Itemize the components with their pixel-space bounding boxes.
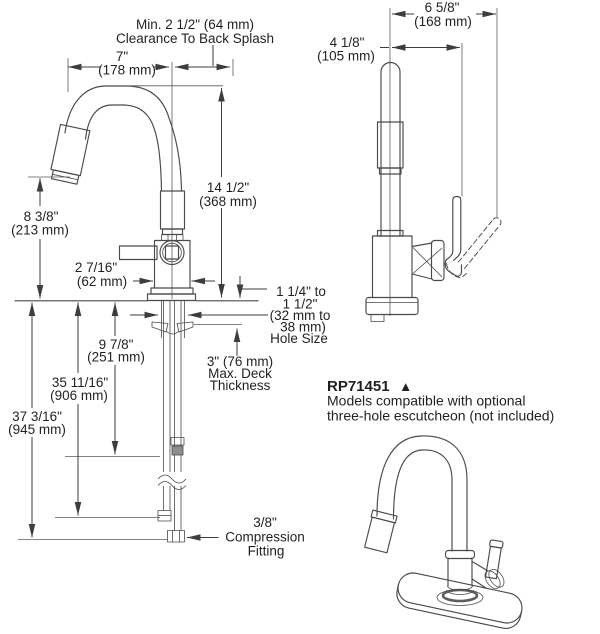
spray-wand-knurl (50, 123, 91, 177)
hole-size-label-line4: 38 mm) (280, 320, 326, 335)
hole-size-label-line3: (32 mm to (270, 308, 331, 323)
mounting-nut-left-wing (151, 321, 169, 333)
valve-cone-top (411, 242, 433, 248)
side-view: 6 5/8" (168 mm) 4 1/8" (105 mm) (317, 0, 502, 322)
hose-fitting-top (170, 437, 185, 446)
front-faucet-outline (14, 62, 259, 543)
valve-cap (430, 239, 445, 282)
riser-base-right (176, 234, 184, 241)
handle-swing-label-line2: (168 mm) (414, 14, 472, 29)
front-dimensions (18, 45, 268, 541)
spout-reach-label-line2: (178 mm) (98, 63, 156, 78)
handle-swing-label-line1: 6 5/8" (425, 0, 460, 15)
hole-size-label-line1: 1 1/4" to (276, 284, 326, 299)
supply-b-label-line2: (945 mm) (8, 422, 66, 437)
mounting-nut-arc (165, 330, 180, 335)
hose-length-label-line2: (251 mm) (87, 350, 145, 365)
handle-offset-label-line2: (105 mm) (317, 49, 375, 64)
perspective-handle (484, 539, 504, 580)
handle-hub (444, 259, 463, 277)
handle-rotated-dashed (446, 217, 502, 279)
deck-thickness-label-line1: 3" (76 mm) (207, 354, 273, 369)
pipe-break-lower (157, 481, 187, 490)
handle-front (118, 245, 158, 261)
front-view: Min. 2 1/2" (64 mm) Clearance To Back Sp… (8, 17, 330, 559)
supply-a-label-line1: 35 11/16" (52, 375, 109, 390)
clearance-label-line2: Clearance To Back Splash (116, 31, 274, 46)
side-body (371, 235, 413, 299)
side-spout-tube (380, 61, 401, 237)
handle-blade (452, 195, 462, 252)
spout-height-label-line2: (368 mm) (199, 194, 257, 209)
side-labels: 6 5/8" (168 mm) 4 1/8" (105 mm) (317, 0, 472, 64)
mounting-nut-right-wing (176, 321, 194, 333)
side-knurl-band (378, 167, 402, 175)
valve-cross-section-hatch (412, 247, 443, 278)
perspective-spray-wand (364, 509, 398, 554)
deck-thickness-label-line2: Max. Deck (208, 366, 272, 381)
spray-wand (50, 123, 91, 185)
note-line1: Models compatible with optional (327, 393, 525, 409)
deck-thickness-label-line3: Thickness (210, 378, 271, 393)
compression-label-line3: Fitting (248, 544, 285, 559)
base-oring (441, 588, 479, 603)
escutcheon-note: RP71451 ▲ Models compatible with optiona… (327, 378, 554, 424)
compression-fitting (167, 530, 185, 543)
perspective-spout-inner (392, 449, 453, 552)
hose-fitting-body (171, 445, 184, 456)
spout-height-label-line1: 14 1/2" (207, 180, 250, 195)
part-number: RP71451 (327, 378, 390, 395)
spout-outer-line (64, 85, 183, 192)
wand-height-label-line1: 8 3/8" (24, 209, 59, 224)
supply-b-label-line1: 37 3/16" (12, 409, 62, 424)
side-dimensions (380, 8, 498, 316)
valve-cone-bottom (411, 273, 433, 280)
compression-label-line2: Compression (225, 530, 305, 545)
perspective-valve-top (472, 561, 489, 572)
valve-ring-inner (162, 242, 182, 263)
spout-inner-line (84, 104, 163, 192)
handle-offset-label-line1: 4 1/8" (330, 35, 365, 50)
supply-a-label-line2: (906 mm) (50, 388, 108, 403)
spout-reach-label-line1: 7" (116, 49, 129, 64)
body-width-label-line2: (62 mm) (77, 274, 127, 289)
escutcheon-plate (396, 572, 523, 629)
base-ring-outer (436, 589, 484, 606)
pipe-break-upper (157, 474, 187, 484)
note-line2: three-hole escutcheon (not included) (327, 408, 554, 424)
hole-size-label-line2: 1 1/2" (283, 297, 318, 312)
wand-height-label-line2: (213 mm) (11, 223, 69, 238)
perspective-valve-bottom (471, 578, 487, 589)
valve-ring-outer (159, 239, 185, 266)
shank-and-supplies (151, 301, 194, 543)
triangle-marker-icon: ▲ (399, 379, 412, 394)
spray-wand-tip (50, 169, 80, 185)
riser-band (161, 228, 184, 236)
riser-knurl (159, 190, 186, 230)
body-width-label-line1: 2 7/16" (75, 260, 118, 275)
compression-label-line1: 3/8" (253, 515, 277, 530)
hose-length-label-line1: 9 7/8" (99, 337, 134, 352)
escutcheon-faucet-view (364, 435, 523, 629)
side-base (365, 296, 419, 316)
perspective-spout-outer (376, 435, 468, 552)
riser-base-left (161, 234, 169, 241)
valve-stem (164, 245, 180, 260)
perspective-body-collar (444, 549, 476, 560)
side-base-tab (370, 314, 385, 322)
front-labels: Min. 2 1/2" (64 mm) Clearance To Back Sp… (8, 17, 330, 559)
hole-size-label-line5: Hole Size (270, 331, 328, 346)
side-faucet-outline (365, 61, 502, 322)
base-flange-lower (146, 293, 197, 302)
clearance-label-line1: Min. 2 1/2" (64 mm) (136, 17, 254, 32)
